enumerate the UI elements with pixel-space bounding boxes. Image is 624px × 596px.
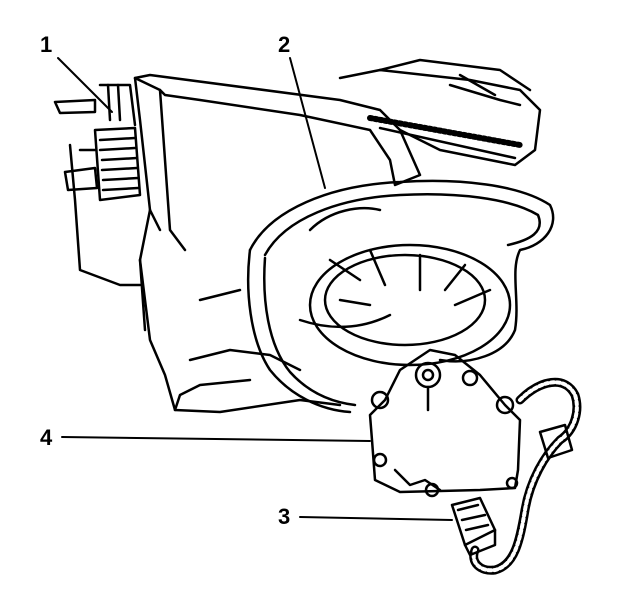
actuator-body bbox=[368, 348, 522, 498]
blower-scroll bbox=[246, 179, 555, 415]
wire-harness bbox=[469, 377, 582, 575]
leader-lines bbox=[57, 57, 453, 521]
leader-line-1 bbox=[57, 57, 113, 113]
callout-1: 1 bbox=[40, 32, 53, 57]
harness-connector bbox=[53, 83, 142, 202]
hvac-case bbox=[68, 73, 422, 414]
leader-line-4 bbox=[61, 436, 371, 442]
callout-3: 3 bbox=[278, 504, 291, 529]
leader-line-2 bbox=[289, 57, 326, 189]
upper-duct bbox=[338, 58, 542, 167]
callout-4: 4 bbox=[40, 425, 53, 450]
callout-2: 2 bbox=[278, 32, 291, 57]
leader-line-3 bbox=[299, 516, 453, 521]
electrical-connector bbox=[450, 496, 497, 557]
